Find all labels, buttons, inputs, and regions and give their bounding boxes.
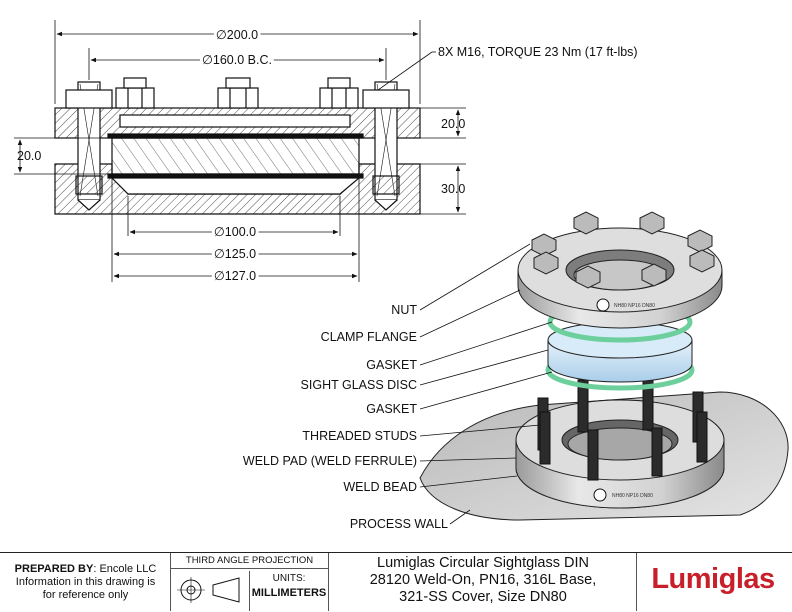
section-view xyxy=(54,77,421,215)
threaded-studs xyxy=(537,379,708,481)
third-angle-projection-icon xyxy=(177,577,240,603)
dimension-labels: ∅200.0 ∅160.0 B.C. 8X M16, TORQUE 23 Nm … xyxy=(17,25,638,286)
callout-weld-bead: WELD BEAD xyxy=(343,480,417,494)
prepared-by-value: : Encole LLC xyxy=(93,563,157,575)
callout-clamp-flange: CLAMP FLANGE xyxy=(321,330,417,344)
reference-note-2: for reference only xyxy=(42,589,129,601)
logo-mark-icon xyxy=(593,488,607,502)
prepared-by-label: PREPARED BY xyxy=(14,563,94,575)
dim-glass-diameter-b: ∅127.0 xyxy=(214,269,256,283)
title-line-2: 28120 Weld-On, PN16, 316L Base, xyxy=(369,572,597,588)
prepared-by-cell: PREPARED BY: Encole LLC Information in t… xyxy=(0,553,171,611)
reference-note-1: Information in this drawing is xyxy=(15,576,156,588)
lumiglas-logo: Lumiglas xyxy=(651,563,775,595)
units-value: MILLIMETERS xyxy=(251,587,327,599)
exploded-view: NH80 NP16 DN80 NH80 NP16 DN80 xyxy=(419,211,789,521)
weld-pad-engraving: NH80 NP16 DN80 xyxy=(612,493,653,499)
callout-nut: NUT xyxy=(391,303,417,317)
callout-gasket-upper: GASKET xyxy=(366,358,417,372)
dim-outer-diameter: ∅200.0 xyxy=(216,28,258,42)
clamp-engraving: NH80 NP16 DN80 xyxy=(614,303,655,309)
dim-base-thickness: 30.0 xyxy=(441,182,465,196)
technical-drawing: ∅200.0 ∅160.0 B.C. 8X M16, TORQUE 23 Nm … xyxy=(14,20,789,531)
dim-glass-diameter-a: ∅125.0 xyxy=(214,247,256,261)
drawing-title-cell: Lumiglas Circular Sightglass DIN 28120 W… xyxy=(329,553,637,611)
callout-weld-pad: WELD PAD (WELD FERRULE) xyxy=(243,454,417,468)
sight-glass-section xyxy=(111,137,360,175)
callout-sight-glass-disc: SIGHT GLASS DISC xyxy=(301,378,417,392)
nuts xyxy=(531,211,715,289)
dim-bolt-circle: ∅160.0 B.C. xyxy=(202,53,272,67)
projection-cell: THIRD ANGLE PROJECTION UNITS: MILLIMETER… xyxy=(171,553,329,611)
projection-label: THIRD ANGLE PROJECTION xyxy=(171,555,328,569)
callout-threaded-studs: THREADED STUDS xyxy=(302,429,417,443)
dim-inner-diameter: ∅100.0 xyxy=(214,225,256,239)
callout-process-wall: PROCESS WALL xyxy=(350,517,448,531)
dimension-lines xyxy=(14,20,466,282)
callout-leaders xyxy=(419,243,553,525)
dim-glass-thickness: 20.0 xyxy=(17,149,41,163)
units-label: UNITS: xyxy=(272,573,306,584)
title-block: PREPARED BY: Encole LLC Information in t… xyxy=(0,552,792,612)
title-line-3: 321-SS Cover, Size DN80 xyxy=(399,589,567,605)
callout-labels: NUT CLAMP FLANGE GASKET SIGHT GLASS DISC… xyxy=(243,303,448,531)
callout-gasket-lower: GASKET xyxy=(366,402,417,416)
dim-fasteners-note: 8X M16, TORQUE 23 Nm (17 ft-lbs) xyxy=(438,45,638,59)
title-line-1: Lumiglas Circular Sightglass DIN xyxy=(377,555,589,571)
dim-clamp-thickness: 20.0 xyxy=(441,117,465,131)
